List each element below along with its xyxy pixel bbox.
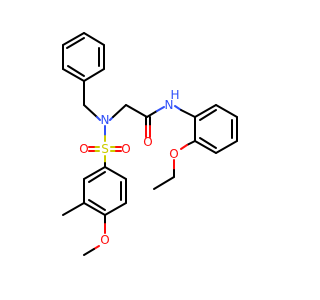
bond (62, 32, 85, 46)
bond (62, 68, 85, 82)
bond (66, 37, 85, 49)
molecule-structure: N N H S O O O O O (62, 32, 238, 256)
bond (88, 171, 106, 183)
ethoxyphenyl-ring (194, 104, 238, 154)
bond (194, 104, 217, 118)
atom-label-n-amide: N (165, 98, 174, 112)
benzyl-ring (62, 32, 105, 82)
bond (88, 199, 106, 211)
bond (215, 104, 238, 118)
atom-label-o-sulfonyl-right: O (121, 142, 130, 156)
bond (125, 104, 148, 118)
bond (112, 104, 127, 118)
bond (83, 166, 106, 180)
bond (199, 109, 217, 121)
bond (62, 202, 85, 216)
bond (83, 68, 105, 82)
bond (104, 202, 127, 216)
bond (104, 166, 127, 180)
bond (186, 140, 196, 146)
bond (180, 109, 196, 118)
bond (146, 110, 158, 118)
bond (199, 137, 217, 149)
bond (180, 144, 188, 150)
atom-label-h-amide: H (170, 88, 179, 102)
molecule-canvas: N N H S O O O O O (62, 32, 238, 256)
bond (83, 248, 95, 256)
bond (153, 176, 175, 190)
bond (83, 104, 98, 118)
atom-label-s: S (101, 142, 109, 156)
atom-label-o-methoxy: O (100, 233, 109, 247)
bond (83, 202, 106, 216)
atom-label-o-sulfonyl-left: O (79, 142, 88, 156)
bond (174, 105, 182, 111)
bond (67, 65, 85, 77)
bond (96, 116, 101, 121)
bond (156, 106, 165, 112)
atom-label-o-carbonyl: O (143, 135, 152, 149)
atom-label-n-sulfonamide: N (101, 113, 110, 127)
atom-label-o-ethoxy: O (169, 147, 178, 161)
methoxy-methylphenyl-ring (83, 166, 127, 216)
bond (194, 140, 217, 154)
bond (83, 32, 105, 46)
bond (215, 140, 238, 154)
